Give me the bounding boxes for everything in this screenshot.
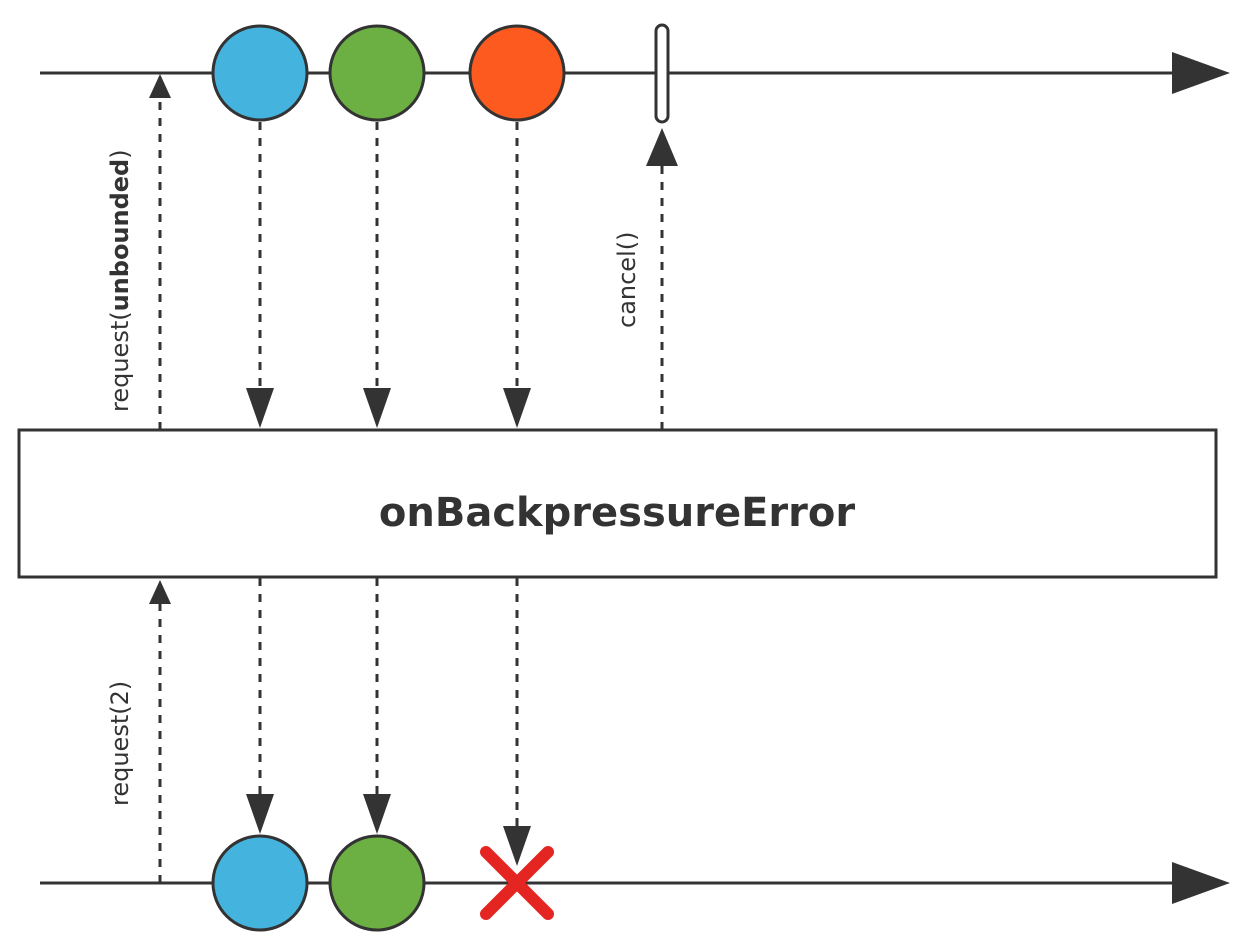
upstream-timeline-arrowhead	[1172, 52, 1230, 94]
upstream-orange-marble	[468, 24, 566, 122]
upstream-cancel-marker	[654, 23, 670, 124]
upstream-emission-arrows	[246, 122, 531, 428]
downstream-timeline-arrowhead	[1172, 862, 1230, 904]
request-2-arrow	[149, 580, 171, 883]
downstream-emission-arrows	[246, 578, 531, 866]
emission-arrow-blue-out	[246, 578, 274, 834]
upstream-blue-marble	[211, 24, 309, 122]
emission-arrow-orange-in	[503, 122, 531, 428]
emission-arrow-error-out	[503, 578, 531, 866]
operator-label: onBackpressureError	[379, 490, 855, 536]
request-2-label: request(2)	[106, 681, 134, 806]
downstream-green-marble	[328, 834, 426, 932]
cancel-arrow	[646, 128, 678, 430]
emission-arrow-green-in	[363, 122, 391, 428]
emission-arrow-green-out	[363, 578, 391, 834]
request-unbounded-arrow	[149, 74, 171, 430]
operator-box: onBackpressureError	[17, 428, 1218, 579]
upstream-green-marble	[328, 24, 426, 122]
request-unbounded-label: request(unbounded)	[106, 149, 134, 412]
downstream-blue-marble	[211, 834, 309, 932]
emission-arrow-blue-in	[246, 122, 274, 428]
downstream-error-icon	[480, 846, 554, 920]
cancel-label: cancel()	[613, 232, 641, 328]
